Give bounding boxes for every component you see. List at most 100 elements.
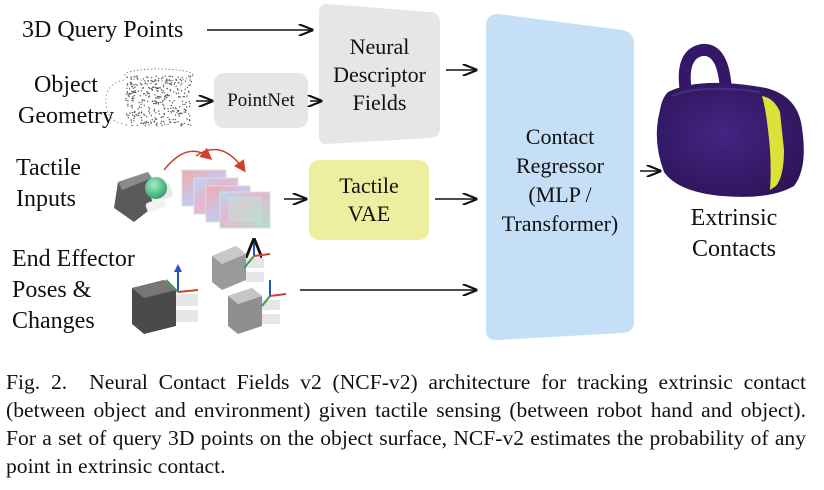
point-cloud-dot [166,93,169,96]
point-cloud-dot [144,125,147,127]
point-cloud-dot [164,82,166,84]
point-cloud-dot [141,101,143,103]
point-cloud-dot [173,91,175,93]
point-cloud-dot [131,104,133,107]
point-cloud-dot [180,80,183,82]
point-cloud-dot [184,103,186,106]
point-cloud-dot [154,94,156,96]
point-cloud-dot [133,120,135,122]
point-cloud-dot [163,104,165,107]
point-cloud-dot [130,121,132,124]
point-cloud-dot [141,87,144,89]
point-cloud-dot [135,91,137,94]
point-cloud-dot [173,121,176,124]
point-cloud-dot [134,86,136,88]
point-cloud-dot [137,113,139,115]
point-cloud-dot [154,100,156,102]
point-cloud-dot [173,99,175,102]
point-cloud-dot [188,101,190,103]
label-3d-query-points: 3D Query Points [22,17,184,43]
ndf-box [319,4,440,145]
point-cloud-dot [184,88,186,90]
point-cloud-dot [161,124,163,127]
point-cloud-dot [143,104,145,107]
point-cloud-dot [125,93,128,95]
point-cloud-dot [126,83,129,85]
tactile-vae-label-line2: VAE [347,201,391,226]
point-cloud-dot [148,92,150,95]
point-cloud-dot [133,76,135,78]
point-cloud-dot [145,121,148,123]
point-cloud-dot [142,78,145,80]
point-cloud-dot [157,80,160,82]
point-cloud-dot [188,84,190,87]
point-cloud-dot [162,121,165,123]
point-cloud-dot [166,88,168,90]
tactile-vae-box [309,160,429,240]
point-cloud-dot [131,124,133,127]
point-cloud-dot [149,87,151,90]
point-cloud-dot [179,78,182,81]
point-cloud-dot [160,96,162,98]
end-effector-poses-image [132,240,287,334]
point-cloud-dot [185,101,187,104]
point-cloud-dot [185,109,187,112]
caption-text: Neural Contact Fields v2 (NCF-v2) archit… [6,370,806,478]
point-cloud-dot [175,121,177,123]
point-cloud-dot [134,110,136,113]
point-cloud-dot [156,122,158,124]
point-cloud-dot [154,102,156,105]
regressor-box [486,14,634,341]
point-cloud-dot [137,108,139,110]
point-cloud-dot [181,76,183,79]
point-cloud-dot [160,89,163,91]
point-cloud-dot [165,78,168,80]
point-cloud-dot [131,92,133,95]
point-cloud-dot [186,86,189,89]
point-cloud-dot [183,108,185,111]
point-cloud-dot [180,112,182,115]
point-cloud-dot [165,94,167,96]
point-cloud-dot [148,86,150,89]
point-cloud-dot [157,90,159,93]
point-cloud-dot [131,85,134,88]
point-cloud-dot [164,98,166,101]
point-cloud-dot [130,105,132,107]
point-cloud-dot [160,122,162,124]
point-cloud-dot [175,79,178,81]
point-cloud-dot [165,81,167,83]
point-cloud-dot [151,119,153,121]
point-cloud-dot [133,97,135,99]
point-cloud-dot [128,92,131,95]
point-cloud-dot [177,121,179,123]
figure-caption: Fig. 2.Neural Contact Fields v2 (NCF-v2)… [6,368,806,480]
point-cloud-dot [141,83,143,86]
point-cloud-dot [129,112,131,114]
point-cloud-dot [188,75,190,77]
point-cloud-dot [134,90,136,92]
point-cloud-dot [146,91,148,93]
point-cloud-dot [171,102,174,104]
point-cloud-dot [168,79,171,81]
point-cloud-dot [155,112,157,114]
point-cloud-dot [178,82,180,84]
point-cloud-dot [165,96,168,99]
point-cloud-dot [131,100,133,102]
point-cloud-dot [131,114,134,116]
point-cloud-dot [163,92,165,94]
point-cloud-dot [136,124,138,127]
point-cloud-dot [153,121,155,123]
point-cloud-dot [126,84,128,86]
point-cloud-dot [141,111,143,113]
point-cloud-dot [188,105,191,108]
point-cloud-dot [162,116,164,118]
point-cloud-dot [132,95,134,98]
point-cloud-dot [134,116,136,118]
point-cloud-dot [177,89,179,91]
label-extrinsic-contacts-line2: Contacts [692,236,776,262]
label-tactile-inputs: Tactile Inputs [16,153,81,215]
point-cloud-dot [130,78,133,81]
point-cloud-dot [186,118,188,120]
point-cloud-dot [164,97,166,99]
regressor-label-line2: Regressor [516,153,604,178]
